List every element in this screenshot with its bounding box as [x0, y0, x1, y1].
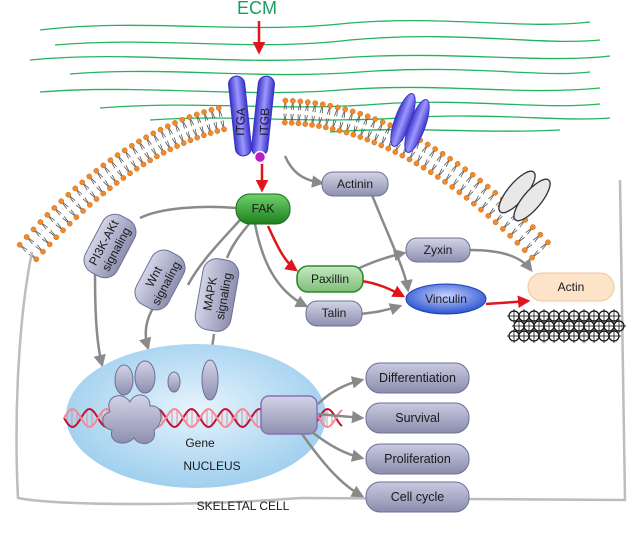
- zyxin-node: Zyxin: [405, 237, 471, 263]
- membrane-protein-oval: [390, 93, 430, 153]
- actinin-node: Actinin: [321, 171, 389, 197]
- paxillin-node: Paxillin: [296, 265, 364, 293]
- outcome-differentiation: Differentiation: [365, 362, 470, 394]
- vinculin-label: Vinculin: [425, 292, 467, 306]
- gene-label: Gene: [185, 436, 215, 450]
- red-arrows: [266, 225, 531, 308]
- talin-node: Talin: [305, 300, 363, 327]
- actinin-label: Actinin: [337, 177, 373, 191]
- outcome-cell-cycle-label: Cell cycle: [391, 490, 445, 504]
- mapk-label-line1: MAPK: [200, 276, 220, 312]
- pi3k-akt-signaling-node: PI3K-AKt signaling: [83, 213, 137, 279]
- zyxin-label: Zyxin: [424, 243, 453, 257]
- outcome-cell-cycle: Cell cycle: [365, 481, 470, 513]
- integrin-alpha: ITGA: [228, 75, 252, 157]
- ecm-label: ECM: [237, 0, 277, 18]
- fak-node: FAK: [235, 193, 291, 225]
- membrane-channel: [498, 170, 551, 222]
- fak-label: FAK: [252, 202, 275, 216]
- cell-outline: [15, 179, 627, 506]
- outcome-proliferation: Proliferation: [365, 443, 470, 475]
- actin-label: Actin: [558, 280, 585, 294]
- cell-label: SKELETAL CELL: [197, 499, 290, 513]
- integrin-alpha-label: ITGA: [233, 108, 248, 136]
- mapk-signaling-node: MAPK signaling: [194, 258, 240, 332]
- outcome-survival-label: Survival: [395, 411, 439, 425]
- outcome-differentiation-label: Differentiation: [379, 371, 456, 385]
- actin-filaments: [507, 309, 626, 343]
- outcome-proliferation-label: Proliferation: [384, 452, 451, 466]
- wnt-signaling-node: Wnt signaling: [134, 249, 186, 311]
- ecm-fibers: [29, 19, 611, 133]
- gene-complex: [260, 395, 318, 435]
- integrin-beta: ITGB: [251, 75, 275, 157]
- paxillin-label: Paxillin: [311, 272, 349, 286]
- transcription-factors: [102, 359, 219, 445]
- outcome-survival: Survival: [365, 402, 470, 434]
- vinculin-node: Vinculin: [405, 283, 487, 315]
- nucleus-label: NUCLEUS: [183, 459, 240, 473]
- outcome-arrows: [300, 376, 365, 498]
- integrin-beta-label: ITGB: [257, 108, 272, 136]
- talin-label: Talin: [322, 306, 347, 320]
- actin-node: Actin: [527, 272, 615, 302]
- integrin-anchor: [253, 150, 267, 164]
